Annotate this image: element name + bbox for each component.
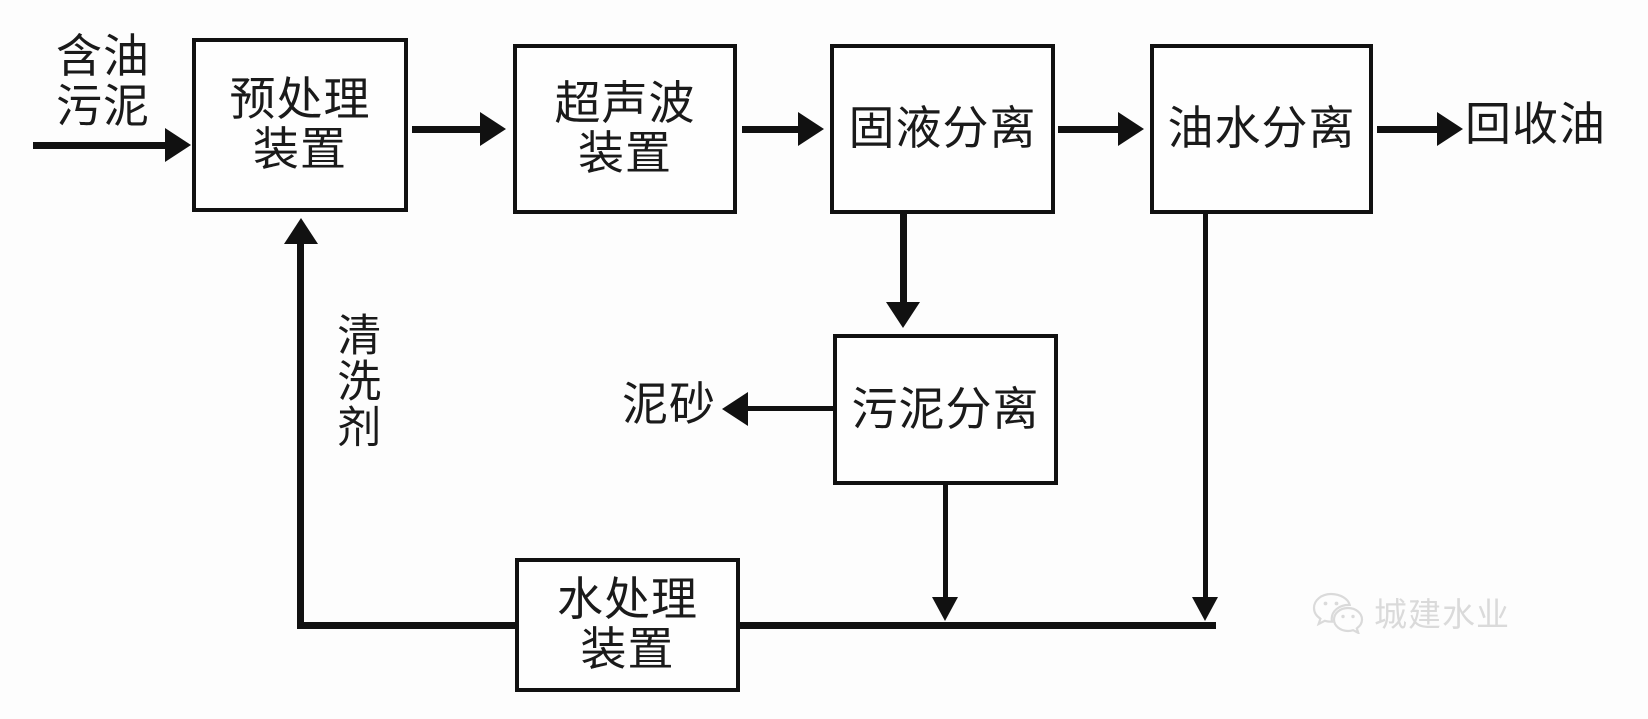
label-recovered-oil: 回收油 <box>1465 99 1606 150</box>
node-ultrasonic[interactable]: 超声波 装置 <box>513 44 737 214</box>
edge-sludge-sep-to-mud-sand <box>748 406 836 411</box>
node-oil-water-separation-label: 油水分离 <box>1167 103 1356 155</box>
edge-inlet-to-pretreatment <box>33 142 167 149</box>
arrowhead-solid-liquid-to-oil-water <box>1118 112 1144 146</box>
node-sludge-separation[interactable]: 污泥分离 <box>833 334 1058 485</box>
label-detergent: 清洗剂 <box>330 312 380 450</box>
wechat-icon <box>1312 592 1364 634</box>
edge-oil-water-to-recovered-oil <box>1377 126 1439 133</box>
arrowhead-pretreatment-to-ultrasonic <box>480 112 506 146</box>
node-water-treatment[interactable]: 水处理 装置 <box>515 558 740 692</box>
edge-recycle-to-pretreatment <box>297 244 304 626</box>
edge-sludge-sep-to-return-main <box>943 485 948 601</box>
edge-return-main-right-of-water-treat <box>736 622 1216 629</box>
arrowhead-oil-water-to-return-main <box>1192 597 1218 621</box>
node-solid-liquid-separation[interactable]: 固液分离 <box>830 44 1055 214</box>
watermark-text: 城建水业 <box>1374 596 1510 633</box>
node-water-treatment-label: 水处理 装置 <box>557 574 698 675</box>
node-pretreatment[interactable]: 预处理 装置 <box>192 38 408 212</box>
node-pretreatment-label: 预处理 装置 <box>229 74 371 175</box>
arrowhead-recycle-to-pretreatment <box>284 218 318 244</box>
arrowhead-inlet-to-pretreatment <box>165 128 191 162</box>
edge-ultrasonic-to-solid-liquid <box>742 126 800 133</box>
watermark: 城建水业 <box>1312 588 1510 636</box>
node-sludge-separation-label: 污泥分离 <box>851 383 1040 435</box>
node-solid-liquid-separation-label: 固液分离 <box>848 103 1037 155</box>
label-mud-sand: 泥砂 <box>622 379 716 430</box>
edge-solid-liquid-to-oil-water <box>1058 126 1120 133</box>
label-oily-sludge: 含油 污泥 <box>56 31 150 132</box>
edge-solid-liquid-to-sludge-sep <box>900 212 907 306</box>
arrowhead-oil-water-to-recovered-oil <box>1437 112 1463 146</box>
node-oil-water-separation[interactable]: 油水分离 <box>1150 44 1373 214</box>
edge-oil-water-to-return-main <box>1203 214 1208 601</box>
arrowhead-sludge-sep-to-mud-sand <box>722 392 748 426</box>
edge-pretreatment-to-ultrasonic <box>412 126 482 133</box>
arrowhead-ultrasonic-to-solid-liquid <box>798 112 824 146</box>
node-ultrasonic-label: 超声波 装置 <box>554 78 696 179</box>
arrowhead-sludge-sep-to-return-main <box>932 597 958 621</box>
edge-return-main-left-of-water-treat <box>297 622 519 629</box>
arrowhead-solid-liquid-to-sludge-sep <box>886 302 920 328</box>
